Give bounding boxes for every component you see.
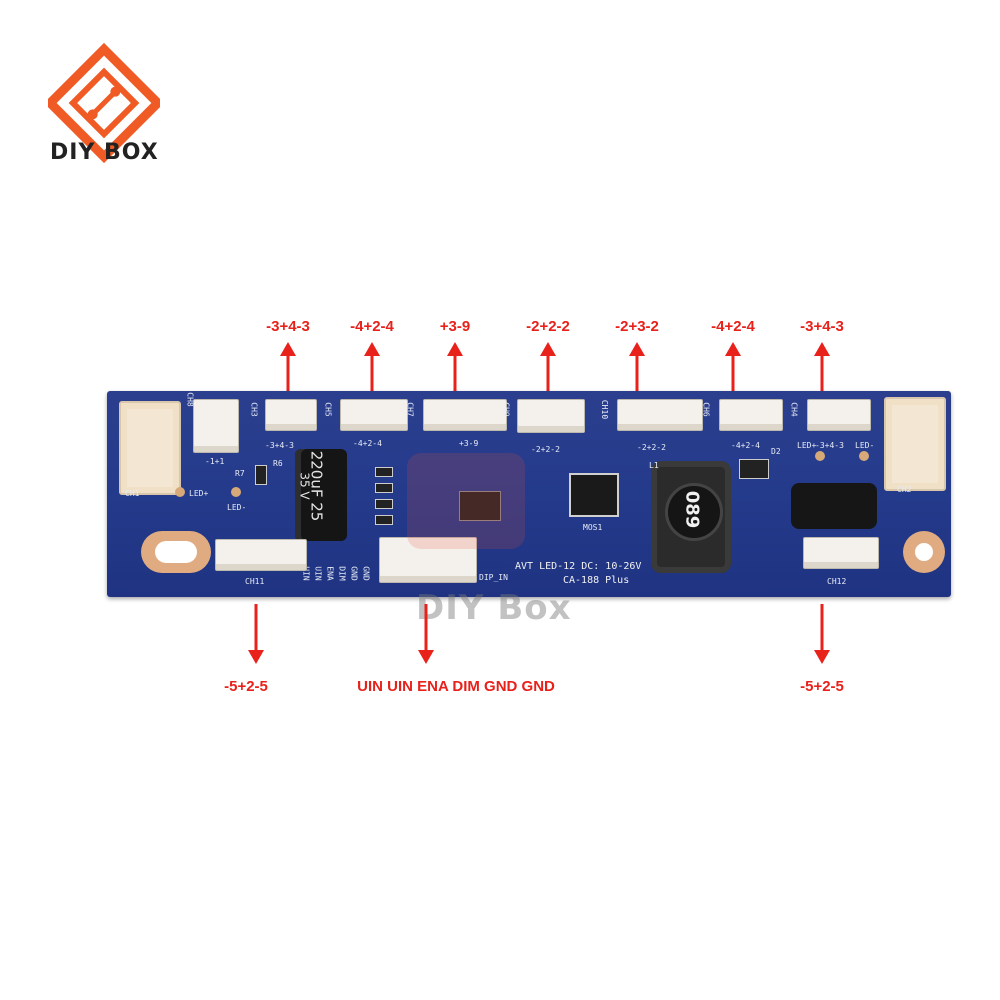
silk-led-minus-right: LED- — [855, 441, 875, 450]
ch12-connector — [803, 537, 879, 569]
board-model-sub: CA-188 Plus — [563, 575, 630, 586]
top-label-6: -4+2-4 — [711, 318, 755, 335]
bottom-label-right: -5+2-5 — [800, 678, 844, 695]
two-pin-connector — [193, 399, 239, 453]
silk-ch5: CH5 — [323, 402, 333, 417]
ch5-connector — [340, 399, 408, 431]
ch1-connector — [119, 401, 181, 495]
silk-c5-top: -2+2-2 — [637, 443, 666, 452]
ch9-connector — [517, 399, 585, 433]
diy-box-logo-icon — [48, 42, 160, 164]
inductor-l1: 089 — [651, 461, 731, 573]
arrow-down-icon — [814, 604, 830, 664]
ch11-connector — [215, 539, 307, 571]
silk-ch12: CH12 — [827, 577, 847, 586]
controller-ic — [459, 491, 501, 521]
silk-ch1: CH1 — [125, 489, 140, 498]
smd-resistor — [375, 483, 393, 493]
ch4-connector — [807, 399, 871, 431]
top-label-3: +3-9 — [439, 318, 471, 335]
top-label-7: -3+4-3 — [800, 318, 844, 335]
arrow-down-icon — [248, 604, 264, 664]
watermark-text: DIY Box — [416, 588, 572, 628]
silk-ena: ENA — [325, 566, 335, 581]
ch2-connector — [884, 397, 946, 491]
silk-r7: R7 — [235, 469, 245, 478]
ch7-connector — [423, 399, 507, 431]
silk-l1: L1 — [649, 461, 659, 470]
brand-name: DIY BOX — [50, 140, 159, 165]
top-label-1: -3+4-3 — [266, 318, 310, 335]
silk-ch11: CH11 — [245, 577, 265, 586]
hole-center — [915, 543, 933, 561]
ch10-connector — [617, 399, 703, 431]
silk-ch10: CH10 — [600, 399, 610, 420]
top-label-4: -2+2-2 — [526, 318, 570, 335]
led-driver-board: CH1 CH2 CH8 -1+1 -3+4-3 -4+2-4 +3-9 -2+2… — [107, 391, 951, 597]
arrow-up-icon — [364, 342, 380, 398]
silk-c7-top: -3+4-3 — [815, 441, 844, 450]
silk-gnd2: GND — [361, 566, 371, 581]
hole-center — [155, 541, 197, 563]
silk-uin2: UIN — [313, 566, 323, 581]
silk-c4-top: -2+2-2 — [531, 445, 560, 454]
silk-led-plus-right: LED+ — [797, 441, 817, 450]
led-minus-pad — [231, 487, 241, 497]
top-label-5: -2+3-2 — [615, 318, 659, 335]
diode-d2 — [739, 459, 769, 479]
ch6-connector — [719, 399, 783, 431]
silk-ch8: CH8 — [185, 392, 195, 407]
smd-resistor — [375, 499, 393, 509]
silk-ch6: CH6 — [701, 402, 711, 417]
smd-resistor — [375, 515, 393, 525]
led-minus-pad-right — [859, 451, 869, 461]
silk-d2: D2 — [771, 447, 781, 456]
right-capacitor — [791, 483, 877, 529]
silk-gnd: GND — [349, 566, 359, 581]
top-label-2: -4+2-4 — [350, 318, 394, 335]
silk-c3-top: +3-9 — [459, 439, 479, 448]
mosfet-mos1 — [569, 473, 619, 517]
bottom-label-left: -5+2-5 — [224, 678, 268, 695]
inductor-core — [665, 483, 723, 541]
led-plus-pad-right — [815, 451, 825, 461]
silk-j1: -1+1 — [205, 457, 225, 466]
silk-mos1: MOS1 — [583, 523, 603, 532]
silk-r6: R6 — [273, 459, 283, 468]
inductor-label: 089 — [681, 490, 703, 529]
board-model-text: AVT LED-12 DC: 10-26V — [515, 561, 642, 572]
silk-ch9: CH9 — [501, 402, 511, 417]
silk-dim: DIM — [337, 566, 347, 581]
silk-ch2: CH2 — [897, 485, 912, 494]
silk-c2-top: -4+2-4 — [353, 439, 382, 448]
component-highlight — [407, 453, 525, 549]
electrolytic-capacitor: 220uF 25 35 V — [295, 449, 347, 541]
silk-c6-top: -4+2-4 — [731, 441, 760, 450]
silk-c1-top: -3+4-3 — [265, 441, 294, 450]
silk-ch3: CH3 — [249, 402, 259, 417]
capacitor-voltage: 35 V — [297, 472, 312, 500]
mounting-hole-right — [903, 531, 945, 573]
silk-led-minus: LED- — [227, 503, 247, 512]
silk-led-plus: LED+ — [189, 489, 209, 498]
arrow-down-icon — [418, 604, 434, 664]
resistor-r6 — [255, 465, 267, 485]
bottom-label-center: UIN UIN ENA DIM GND GND — [357, 678, 555, 695]
ch3-connector — [265, 399, 317, 431]
silk-dip-in: DIP_IN — [479, 573, 508, 582]
smd-resistor — [375, 467, 393, 477]
mounting-hole-left — [141, 531, 211, 573]
silk-ch4: CH4 — [789, 402, 799, 417]
led-plus-pad — [175, 487, 185, 497]
dip-in-connector — [379, 537, 477, 583]
silk-ch7: CH7 — [405, 402, 415, 417]
